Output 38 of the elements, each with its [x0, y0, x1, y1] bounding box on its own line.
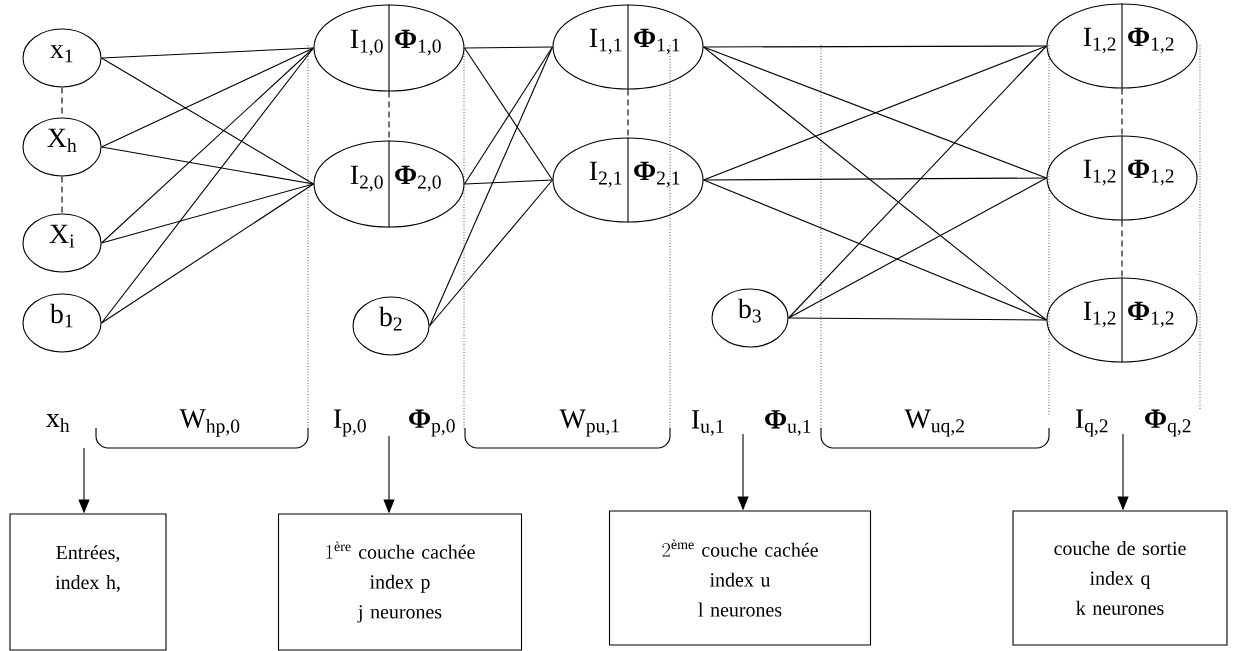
weight-label: W$_{hp,0}$: [179, 409, 240, 437]
variable-label: I$_{p,0}$: [333, 409, 366, 437]
connection-line: [703, 46, 1047, 321]
layer-box: couche de sortie index q k neurones: [1012, 510, 1228, 646]
dashed-line: [1121, 220, 1123, 278]
dashed-line: [1121, 88, 1123, 136]
connection-line: [703, 45, 1047, 48]
connection-line: [429, 179, 553, 327]
connection-line: [101, 47, 314, 244]
connection-line: [788, 177, 1047, 319]
connection-line: [101, 183, 314, 324]
layer-box: $1^{\text{ère}}\text{ couche cachée}$ index p j neurones: [277, 513, 523, 651]
variable-label: I$_{q,2}$: [1075, 409, 1108, 437]
variable-label: Φ$_{q,2}$: [1145, 409, 1191, 437]
dashed-line: [627, 89, 629, 138]
connection-line: [429, 46, 553, 327]
variable-label: x$_{h}$: [46, 414, 70, 432]
connection-line: [101, 183, 314, 244]
connection-line: [101, 47, 314, 59]
variable-label: Φ$_{u,1}$: [765, 410, 811, 436]
variable-label: I$_{u,1}$: [691, 410, 724, 436]
connection-line: [464, 46, 553, 49]
connection-line: [788, 45, 1047, 319]
connection-line: [101, 47, 314, 324]
layer-box: $2^{\text{ème}}\text{ couche cachée}$ index u l neurones: [608, 510, 872, 646]
variable-label: Φ$_{p,0}$: [409, 409, 455, 437]
layer-box: Entrées, index h,: [9, 513, 167, 651]
connection-line: [788, 317, 1047, 321]
dashed-line: [388, 91, 390, 141]
weight-label: W$_{uq,2}$: [904, 409, 964, 437]
dashed-line: [61, 176, 63, 214]
connection-line: [703, 177, 1047, 181]
connection-line: [101, 146, 314, 185]
connection-line: [703, 179, 1047, 321]
connection-line: [101, 57, 314, 185]
connection-line: [101, 47, 314, 148]
connection-line: [464, 179, 553, 185]
weight-label: W$_{pu,1}$: [559, 409, 619, 437]
